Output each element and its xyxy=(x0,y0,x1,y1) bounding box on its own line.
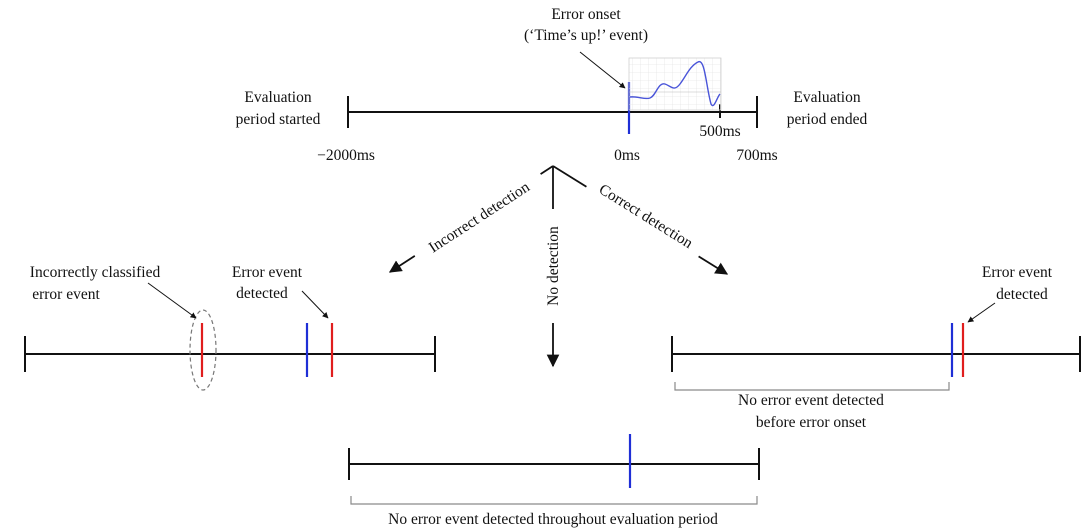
no-detection-timeline: No error event detected throughout evalu… xyxy=(348,434,760,528)
evaluation-timeline: Error onset (‘Time’s up!’ event) Evaluat… xyxy=(236,6,868,164)
error-onset-pointer xyxy=(579,51,626,89)
left-detected-pointer xyxy=(301,290,329,319)
error-onset-label-line1: Error onset xyxy=(551,6,621,23)
right-detected-label-line2: detected xyxy=(996,286,1048,303)
dashed-ellipse-highlight xyxy=(189,309,217,391)
right-note-line1: No error event detected xyxy=(738,392,884,409)
error-onset-label-line2: (‘Time’s up!’ event) xyxy=(524,27,648,44)
incorrect-detection-label: Incorrect detection xyxy=(426,178,533,256)
tick-label-500ms: 500ms xyxy=(699,123,740,140)
tick-label-start: −2000ms xyxy=(317,147,375,164)
misclassified-label-line1: Incorrectly classified xyxy=(30,264,161,281)
bottom-bracket xyxy=(350,496,758,505)
right-note-line2: before error onset xyxy=(756,414,867,431)
end-label-line1: Evaluation xyxy=(793,89,860,106)
right-bracket xyxy=(674,382,950,391)
incorrect-detection-timeline: Incorrectly classified error event Error… xyxy=(24,264,436,391)
misclassified-label-line2: error event xyxy=(32,286,100,303)
start-label-line1: Evaluation xyxy=(244,89,311,106)
left-detected-label-line1: Error event xyxy=(232,264,303,281)
branch-arrows: Incorrect detection No detection Correct… xyxy=(388,165,729,368)
tick-label-end: 700ms xyxy=(736,147,777,164)
eeg-waveform-icon xyxy=(628,57,722,111)
right-detected-pointer xyxy=(967,302,996,323)
no-detection-label: No detection xyxy=(545,226,562,306)
start-label-line2: period started xyxy=(236,111,321,128)
end-label-line2: period ended xyxy=(787,111,868,128)
left-detected-label-line2: detected xyxy=(236,285,288,302)
right-detected-label-line1: Error event xyxy=(982,264,1053,281)
correct-detection-label: Correct detection xyxy=(596,181,696,252)
misclassified-pointer xyxy=(147,282,197,319)
correct-detection-timeline: Error event detected No error event dete… xyxy=(671,264,1081,431)
bottom-note: No error event detected throughout evalu… xyxy=(388,511,718,528)
tick-label-zero: 0ms xyxy=(614,147,640,164)
